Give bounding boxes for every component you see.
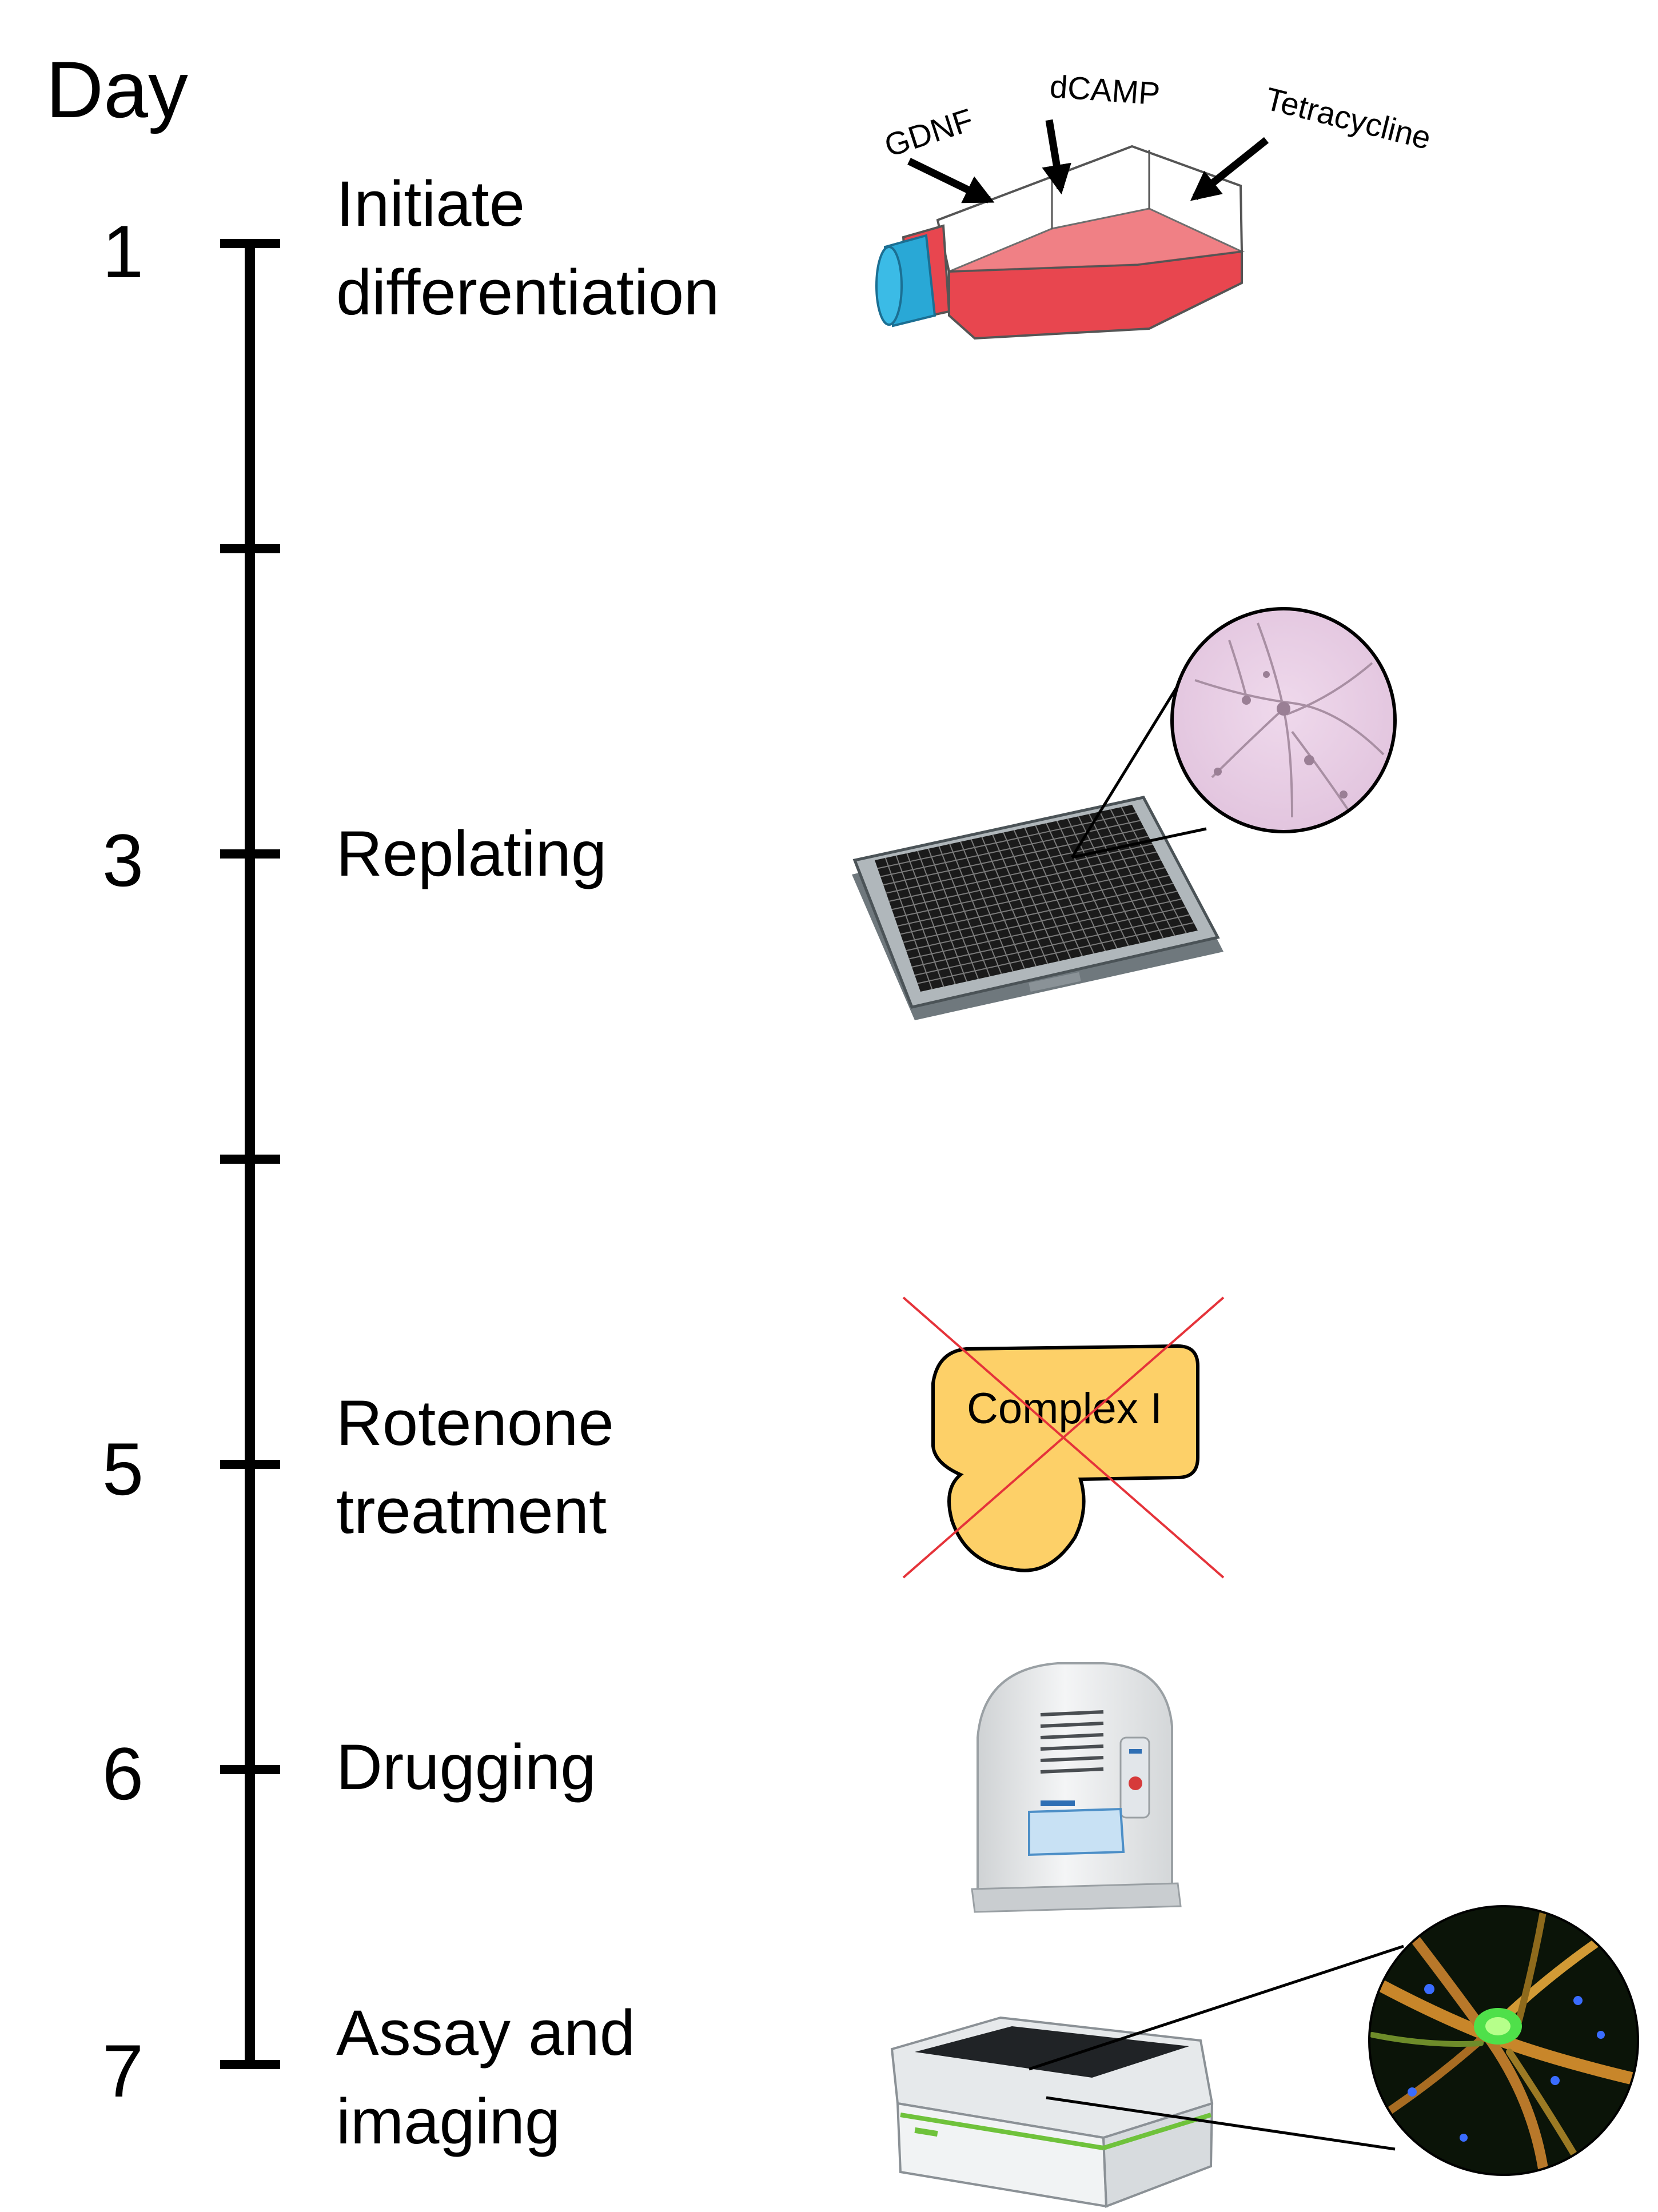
step-label-initiate: Initiate bbox=[336, 168, 525, 239]
plate-row-line bbox=[894, 859, 1161, 919]
day-number-6: 6 bbox=[102, 1732, 144, 1815]
fluorescence-inset bbox=[1029, 1905, 1639, 2176]
flask-cap-end bbox=[875, 246, 903, 326]
plate-well-lines bbox=[877, 806, 1194, 989]
reagent-labels: GDNF dCAMP Tetracycline bbox=[880, 68, 1434, 163]
reagent-dcamp: dCAMP bbox=[1049, 68, 1161, 111]
step-label-differentiation: differentiation bbox=[336, 257, 719, 328]
day-number-1: 1 bbox=[102, 210, 144, 293]
plate-row-line bbox=[883, 828, 1145, 886]
incubator-icon bbox=[971, 1662, 1182, 1913]
plate-row-line bbox=[908, 899, 1182, 960]
day-number-7: 7 bbox=[102, 2029, 144, 2113]
cross-line-2 bbox=[902, 1296, 1225, 1579]
arrow-tetracycline bbox=[1190, 137, 1269, 201]
plate-row-line bbox=[891, 851, 1157, 911]
plate-row-line bbox=[886, 836, 1149, 894]
high-content-imager-icon bbox=[890, 2016, 1214, 2208]
step-label-treatment: treatment bbox=[336, 1475, 607, 1547]
day-number-5: 5 bbox=[102, 1427, 144, 1511]
arrow-dcamp bbox=[1042, 119, 1071, 195]
timeline-ticks bbox=[220, 239, 280, 2069]
plate-row-line bbox=[900, 875, 1169, 935]
plate-row-line bbox=[888, 843, 1153, 902]
brightfield-inset bbox=[1070, 607, 1397, 859]
complex-i-illustration: Complex I bbox=[902, 1296, 1225, 1579]
flask-medium-top bbox=[948, 207, 1245, 273]
reagent-gdnf: GDNF bbox=[880, 101, 977, 163]
day-header: Day bbox=[46, 45, 188, 134]
plate-row-line bbox=[911, 906, 1186, 968]
step-label-replating: Replating bbox=[336, 818, 607, 889]
step-label-rotenone: Rotenone bbox=[336, 1387, 614, 1459]
step-label-drugging: Drugging bbox=[336, 1731, 596, 1803]
reagent-arrows bbox=[907, 119, 1269, 203]
plate-row-line bbox=[917, 922, 1194, 984]
day-number-3: 3 bbox=[102, 818, 144, 902]
plate-row-line bbox=[914, 914, 1190, 976]
well-plate-illustration bbox=[852, 796, 1223, 1020]
step-labels: Initiate differentiation Replating Roten… bbox=[336, 168, 719, 2157]
plate-row-line bbox=[897, 867, 1165, 927]
plate-tab bbox=[1029, 972, 1081, 992]
arrow-gdnf bbox=[907, 158, 995, 203]
complex-i-label: Complex I bbox=[967, 1384, 1162, 1433]
complex-i-shape bbox=[931, 1344, 1199, 1572]
culture-flask-illustration bbox=[875, 145, 1245, 340]
step-label-imaging: imaging bbox=[336, 2086, 560, 2157]
plate-row-line bbox=[906, 891, 1178, 952]
reagent-tetracycline: Tetracycline bbox=[1262, 81, 1434, 157]
plate-row-line bbox=[880, 820, 1141, 877]
plate-row-line bbox=[903, 883, 1174, 943]
brightfield-neurons-image bbox=[1172, 609, 1395, 832]
step-label-assay: Assay and bbox=[336, 1997, 635, 2069]
day-numbers: 1 3 5 6 7 bbox=[102, 210, 144, 2113]
